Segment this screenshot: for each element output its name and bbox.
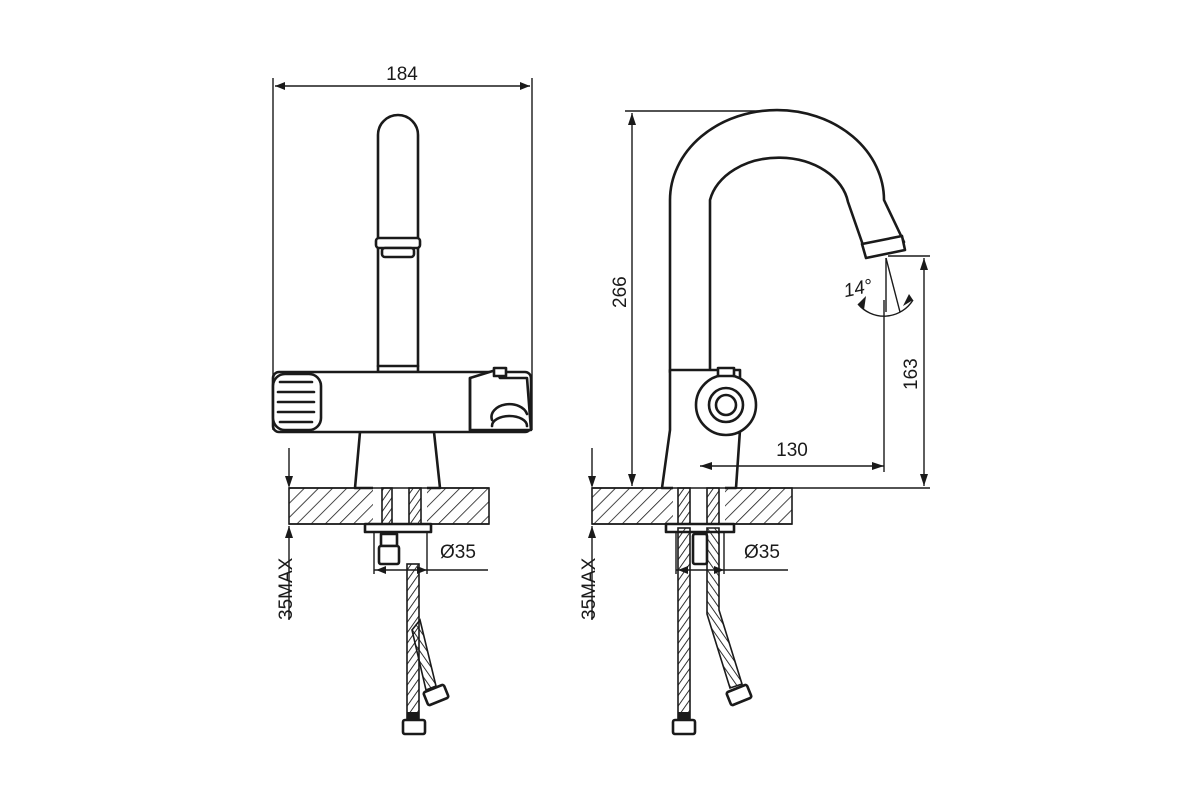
front-mount-dimension: 35MAX: [276, 448, 297, 620]
side-fittings: Ø35: [664, 487, 788, 574]
spout-angle: 14°: [842, 257, 914, 317]
front-hole-label: Ø35: [440, 542, 476, 563]
spout-height-dimension: 163: [888, 255, 930, 486]
reach-dimension: 130: [700, 300, 885, 472]
side-view: 266 14° 163: [579, 108, 930, 736]
reach-label: 130: [776, 440, 808, 461]
front-mount-label: 35MAX: [276, 557, 297, 620]
front-body: [271, 366, 533, 490]
spout-angle-label: 14°: [842, 276, 875, 303]
front-fittings: Ø35: [363, 487, 488, 574]
side-spout: [668, 108, 907, 374]
side-mount-dimension: 35MAX: [579, 448, 600, 620]
front-hoses: [401, 563, 450, 736]
side-countertop: [591, 486, 930, 526]
width-label: 184: [386, 64, 418, 85]
width-dimension: 184: [272, 64, 533, 430]
side-body: [660, 366, 758, 490]
side-hoses: [671, 527, 753, 736]
side-hole-label: Ø35: [744, 542, 780, 563]
side-mount-label: 35MAX: [579, 557, 600, 620]
height-label: 266: [610, 276, 631, 308]
front-view: 184: [271, 64, 533, 736]
front-spout: [374, 113, 422, 374]
spout-height-label: 163: [901, 358, 922, 390]
